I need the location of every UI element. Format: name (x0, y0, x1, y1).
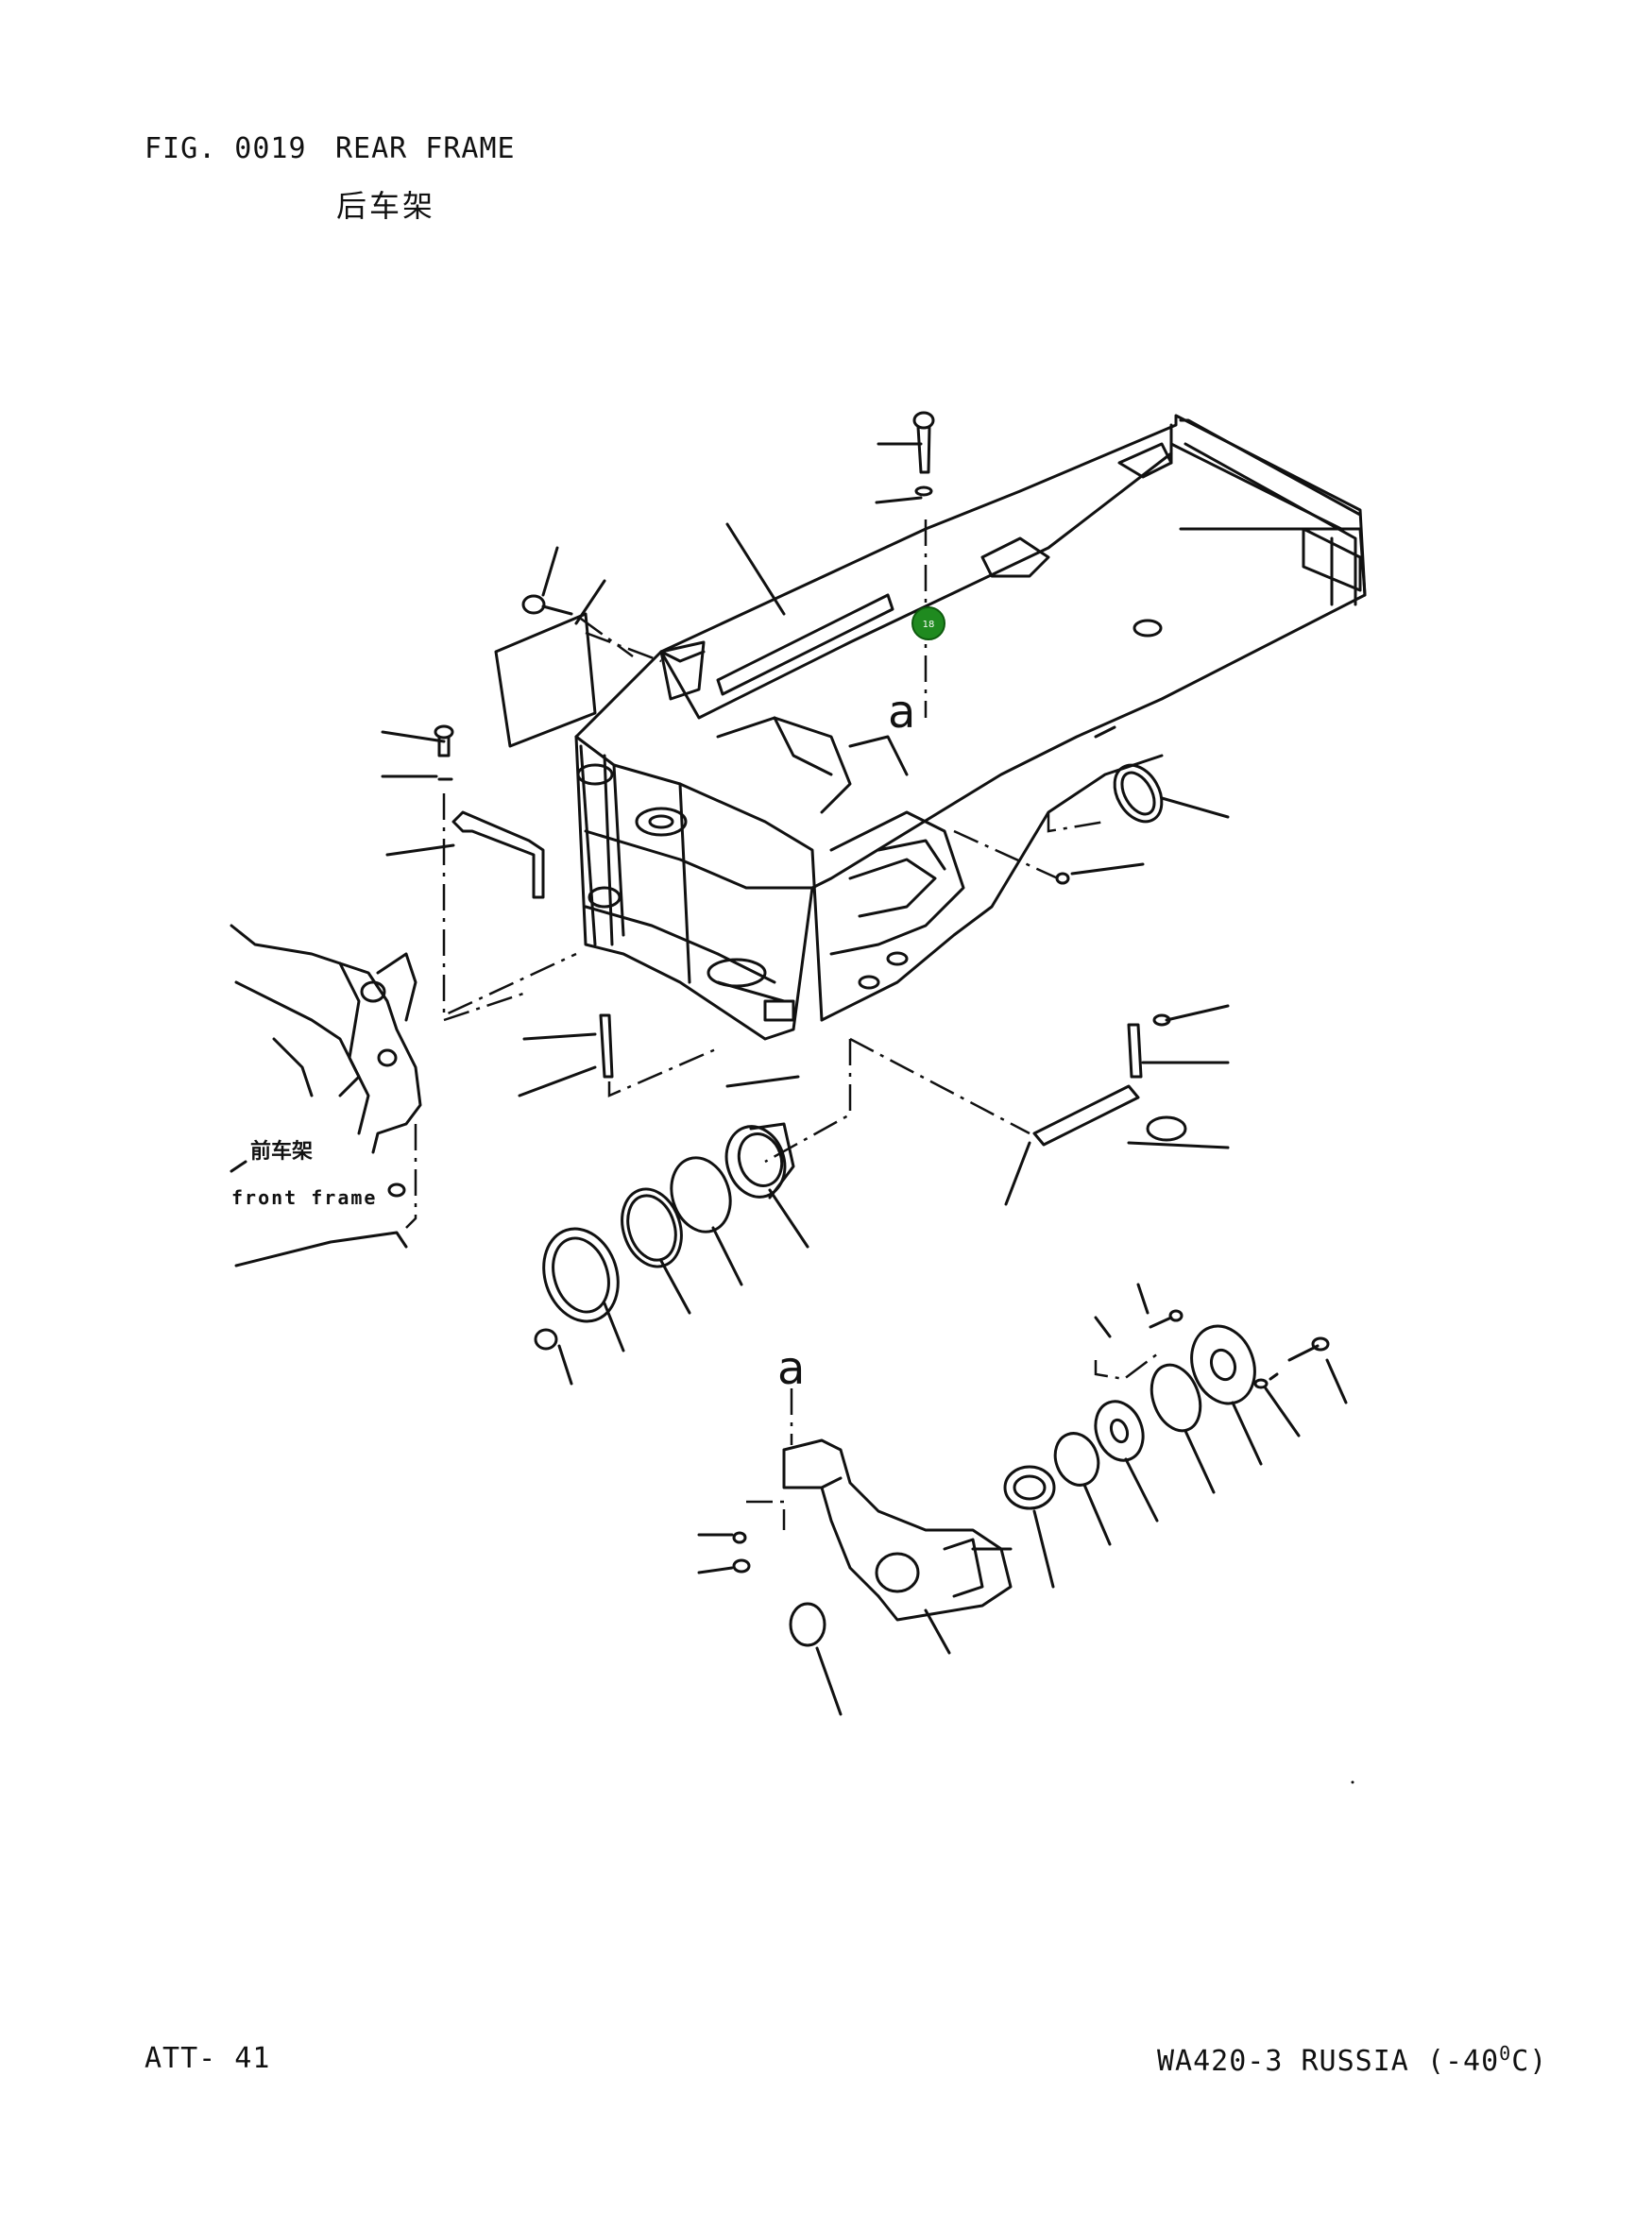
leader-line (1136, 1283, 1150, 1315)
seal-ring-bottom (789, 1602, 826, 1647)
bolt-cluster-bottom-left (732, 1531, 751, 1574)
leader-line (1094, 1316, 1112, 1338)
long-pin (1032, 1084, 1140, 1147)
bolt-left-vertical (434, 724, 454, 781)
leader-line (725, 1075, 800, 1088)
leader-line (381, 730, 446, 743)
leader-line (1325, 1358, 1348, 1404)
centre-line-cluster-bolts (1094, 1350, 1163, 1381)
small-plug (1055, 872, 1070, 885)
callout-badge-label: 18 (923, 620, 935, 630)
washer-right (1146, 1115, 1187, 1142)
front-frame-label-cn: 前车架 (250, 1139, 313, 1164)
pipe-bracket (451, 810, 545, 899)
leader-line (875, 496, 923, 504)
leader-line (711, 1226, 743, 1286)
centre-line-left-bolt (442, 793, 577, 1017)
centre-line-long-pin (849, 1037, 1030, 1135)
rear-frame-body (574, 414, 1367, 1041)
callout-badge[interactable]: 18 (911, 606, 945, 640)
cover-cap (659, 640, 706, 701)
leader-line (541, 546, 559, 597)
centre-line-axle-bolts (746, 1500, 786, 1530)
front-frame-label-en: front frame (231, 1186, 377, 1209)
centre-line-right-ring (1047, 812, 1106, 833)
figure-title-cn: 后车架 (336, 188, 436, 224)
leader-line (768, 1188, 809, 1249)
leader-line (697, 1566, 734, 1574)
model-reference: WA420-3 RUSSIA (-400C) (1157, 2042, 1547, 2078)
figure-number: FIG. 0019 (145, 132, 307, 165)
centre-line-pin (607, 1046, 719, 1097)
leader-line (815, 1646, 843, 1716)
leader-line (659, 1259, 691, 1315)
leader-line (1264, 1387, 1301, 1438)
front-frame-partial (230, 924, 422, 1268)
leader-line (385, 843, 455, 857)
leader-line (725, 522, 786, 616)
leader-line (1160, 796, 1230, 819)
centre-line-bearing (764, 1039, 852, 1164)
bolt-upper-left (521, 594, 573, 616)
stray-dot (1351, 1780, 1354, 1784)
model-reference-text: WA420-3 RUSSIA (-40 (1157, 2045, 1500, 2078)
leader-line (574, 579, 606, 625)
leader-line (603, 1302, 625, 1353)
leader-line (1184, 1429, 1216, 1494)
centre-line-front-frame (405, 1124, 417, 1229)
leader-line (1127, 1141, 1230, 1149)
leader-line (1032, 1509, 1055, 1589)
leader-line (1124, 1457, 1159, 1523)
leader-line (1165, 1004, 1230, 1022)
model-reference-unit: C) (1511, 2045, 1548, 2078)
centre-line-lower (443, 990, 530, 1022)
detail-marker-a-top: a (888, 686, 915, 739)
leader-line (924, 1608, 951, 1655)
centre-line-side-plate (580, 617, 634, 658)
leader-line (1070, 862, 1145, 876)
leader-line (1082, 1483, 1112, 1546)
leader-line (1004, 1141, 1031, 1206)
rear-axle-support (782, 1438, 1013, 1622)
bolt-cluster-right (1149, 1309, 1330, 1389)
side-cover-plate (494, 612, 597, 748)
leader-line (1231, 1401, 1263, 1466)
ring-plate-right (1113, 763, 1164, 824)
leader-line (557, 1344, 573, 1386)
centre-line-right-fender (953, 829, 1059, 880)
pin-right (1127, 1013, 1171, 1079)
bearing-set-lower-right (1003, 1324, 1256, 1510)
long-rail-bar (716, 593, 894, 696)
bolt-top (912, 411, 935, 497)
bearing-set-middle (542, 1122, 795, 1323)
model-reference-degree: 0 (1499, 2042, 1512, 2065)
lower-center-bracket (763, 999, 795, 1022)
pin-lower-left (599, 1013, 614, 1079)
page-reference: ATT- 41 (145, 2042, 271, 2075)
detail-marker-a-bottom: a (777, 1342, 805, 1395)
figure-title: REAR FRAME (335, 132, 516, 165)
small-washer-left (534, 1328, 558, 1351)
leader-line (522, 1032, 597, 1041)
centre-line-cap (585, 631, 662, 663)
leader-line (518, 1065, 597, 1097)
